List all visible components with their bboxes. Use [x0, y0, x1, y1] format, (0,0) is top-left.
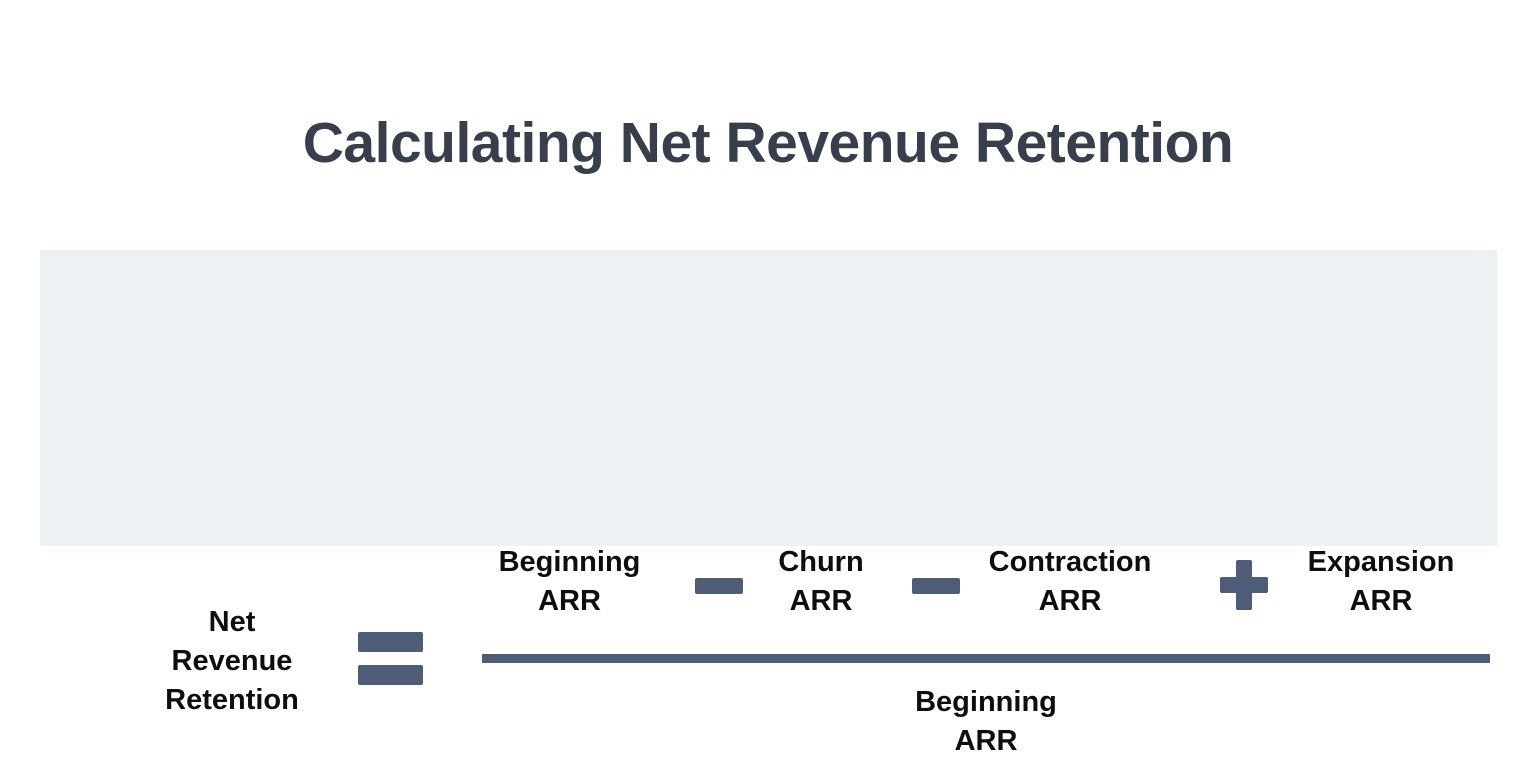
fraction-numerator: Beginning ARR Churn ARR Contraction ARR … — [482, 535, 1490, 640]
term-contraction-arr-line-2: ARR — [1038, 585, 1102, 617]
page-title: Calculating Net Revenue Retention — [302, 111, 1234, 176]
equals-icon-bar-bottom — [358, 665, 423, 685]
fraction-denominator: Beginning ARR — [482, 683, 1490, 761]
formula-panel: Net Revenue Retention Beginning ARR Chur… — [40, 250, 1497, 757]
result-label-line-1: Net — [208, 606, 256, 638]
equals-icon — [358, 632, 423, 685]
term-expansion-arr-line-1: Expansion — [1307, 546, 1455, 578]
plus-icon-vertical-bar — [1236, 560, 1252, 610]
minus-icon-2 — [912, 578, 960, 594]
result-label-line-2: Revenue — [171, 645, 293, 677]
equals-icon-bar-top — [358, 632, 423, 652]
minus-icon-1 — [695, 578, 743, 594]
term-contraction-arr: Contraction ARR — [960, 543, 1180, 621]
term-churn-arr-line-1: Churn — [778, 546, 864, 578]
term-expansion-arr: Expansion ARR — [1272, 543, 1490, 621]
term-beginning-arr-line-2: ARR — [538, 585, 601, 617]
term-churn-arr-line-2: ARR — [789, 585, 853, 617]
term-expansion-arr-line-2: ARR — [1349, 585, 1413, 617]
result-label-line-3: Retention — [165, 684, 299, 716]
denominator-line-1: Beginning — [915, 686, 1057, 718]
term-beginning-arr-line-1: Beginning — [498, 546, 641, 578]
formula-result-label: Net Revenue Retention — [122, 603, 342, 720]
term-contraction-arr-line-1: Contraction — [988, 546, 1152, 578]
fraction-divider-bar — [482, 654, 1490, 663]
plus-icon — [1220, 560, 1268, 610]
term-beginning-arr: Beginning ARR — [482, 543, 657, 621]
denominator-line-2: ARR — [954, 725, 1018, 757]
term-churn-arr: Churn ARR — [741, 543, 901, 621]
